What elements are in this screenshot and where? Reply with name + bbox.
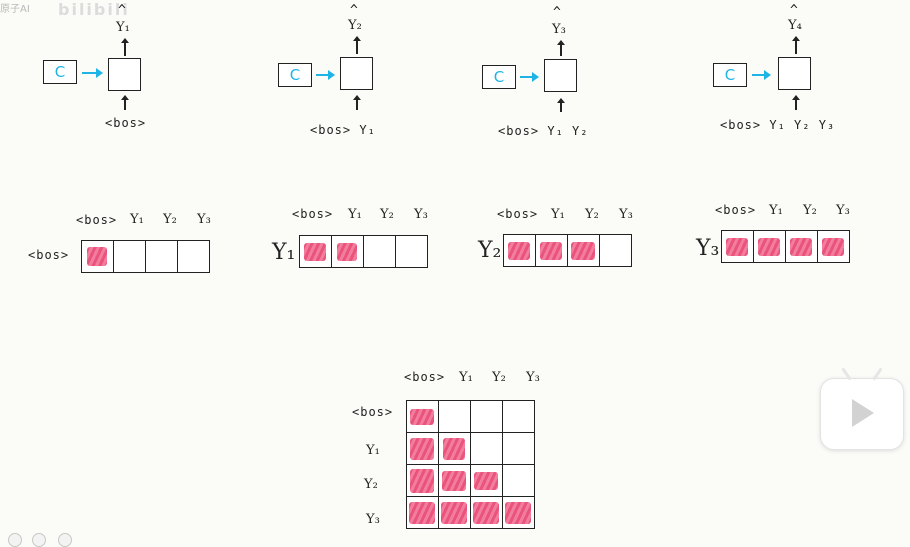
decoder-block xyxy=(108,58,141,91)
col-header-y2: Y₂ xyxy=(585,207,599,222)
mask-grid xyxy=(406,400,535,529)
row-label: Y₃ xyxy=(696,236,720,261)
col-header-y1: Y₁ xyxy=(459,370,473,385)
right-arrow-icon xyxy=(82,68,103,78)
up-arrow-icon xyxy=(353,95,360,110)
mask-fill xyxy=(410,438,434,460)
mask-fill xyxy=(443,438,465,460)
mask-fill xyxy=(409,502,435,524)
col-header-y1: Y₁ xyxy=(769,203,783,218)
mask-fill xyxy=(442,471,466,491)
mask-strip xyxy=(81,240,210,273)
up-arrow-icon xyxy=(353,36,360,54)
col-header-y2: Y₂ xyxy=(380,207,394,222)
mask-fill xyxy=(758,237,780,256)
col-header-bos: <bos> xyxy=(76,213,118,227)
row-label: Y₁ xyxy=(272,240,296,265)
decoder-output: Y₄ xyxy=(788,18,802,33)
mask-fill xyxy=(726,237,748,256)
up-arrow-icon xyxy=(121,38,128,56)
mask-fill xyxy=(87,247,107,266)
right-arrow-icon xyxy=(520,72,539,82)
decoder-output: Y₃ xyxy=(552,22,566,37)
mask-fill xyxy=(508,241,530,260)
decoder-input: <bos> xyxy=(105,116,147,130)
mask-fill xyxy=(441,502,467,524)
col-header-y2: Y₂ xyxy=(492,370,506,385)
col-header-y3: Y₃ xyxy=(197,212,211,227)
toolbar-dot-icon[interactable] xyxy=(58,533,72,547)
play-button-icon[interactable] xyxy=(820,378,904,450)
col-header-y2: Y₂ xyxy=(163,212,177,227)
decoder-input: <bos> Y₁ Y₂ Y₃ xyxy=(720,118,836,132)
row-label: Y₂ xyxy=(478,238,502,263)
up-arrow-icon xyxy=(792,95,799,110)
context-box: C xyxy=(482,65,516,89)
right-arrow-icon xyxy=(752,70,771,80)
decoder-output: Y₁ xyxy=(116,20,130,35)
up-arrow-icon xyxy=(121,95,128,110)
col-header-bos: <bos> xyxy=(715,203,757,217)
watermark-logo: bilibili xyxy=(58,0,130,19)
play-triangle-icon xyxy=(852,399,874,427)
mask-fill xyxy=(410,409,434,425)
toolbar-dot-icon[interactable] xyxy=(32,533,46,547)
col-header-y3: Y₃ xyxy=(526,370,540,385)
col-header-y3: Y₃ xyxy=(414,207,428,222)
toolbar-dot-icon[interactable] xyxy=(8,533,22,547)
row-label-y3: Y₃ xyxy=(366,512,380,527)
mask-fill xyxy=(505,502,531,524)
mask-fill xyxy=(304,242,326,261)
decoder-block xyxy=(778,57,811,90)
hat-mark: ^ xyxy=(118,3,126,18)
hat-mark: ^ xyxy=(350,3,358,18)
row-label: <bos> xyxy=(28,248,70,262)
mask-fill xyxy=(571,241,595,260)
mask-fill xyxy=(410,469,434,493)
col-header-y1: Y₁ xyxy=(551,207,565,222)
mask-fill xyxy=(790,237,812,256)
watermark-text: 原子AI xyxy=(0,4,30,15)
context-box: C xyxy=(278,63,312,87)
decoder-block xyxy=(544,59,577,92)
col-header-y1: Y₁ xyxy=(130,212,144,227)
decoder-output: Y₂ xyxy=(348,18,362,33)
mask-fill xyxy=(822,237,844,256)
row-label-y2: Y₂ xyxy=(364,477,378,492)
mask-strip xyxy=(503,234,632,267)
hat-mark: ^ xyxy=(790,3,798,18)
row-label-y1: Y₁ xyxy=(366,443,380,458)
decoder-input: <bos> Y₁ xyxy=(310,123,376,137)
up-arrow-icon xyxy=(792,36,799,54)
mask-fill xyxy=(337,242,357,261)
mask-strip xyxy=(299,235,428,268)
context-box: C xyxy=(43,60,77,84)
mask-strip xyxy=(721,230,850,263)
row-label-bos: <bos> xyxy=(352,405,394,419)
context-box: C xyxy=(713,63,747,87)
right-arrow-icon xyxy=(316,70,335,80)
col-header-y1: Y₁ xyxy=(348,207,362,222)
up-arrow-icon xyxy=(557,40,564,56)
up-arrow-icon xyxy=(557,98,564,112)
hat-mark: ^ xyxy=(553,5,561,20)
mask-fill xyxy=(474,472,498,490)
decoder-input: <bos> Y₁ Y₂ xyxy=(498,124,589,138)
mask-fill xyxy=(540,241,562,260)
col-header-y2: Y₂ xyxy=(803,203,817,218)
col-header-bos: <bos> xyxy=(292,207,334,221)
mask-fill xyxy=(473,502,499,524)
col-header-y3: Y₃ xyxy=(836,203,850,218)
col-header-bos: <bos> xyxy=(404,370,446,384)
col-header-y3: Y₃ xyxy=(619,207,633,222)
col-header-bos: <bos> xyxy=(497,207,539,221)
decoder-block xyxy=(340,57,373,90)
